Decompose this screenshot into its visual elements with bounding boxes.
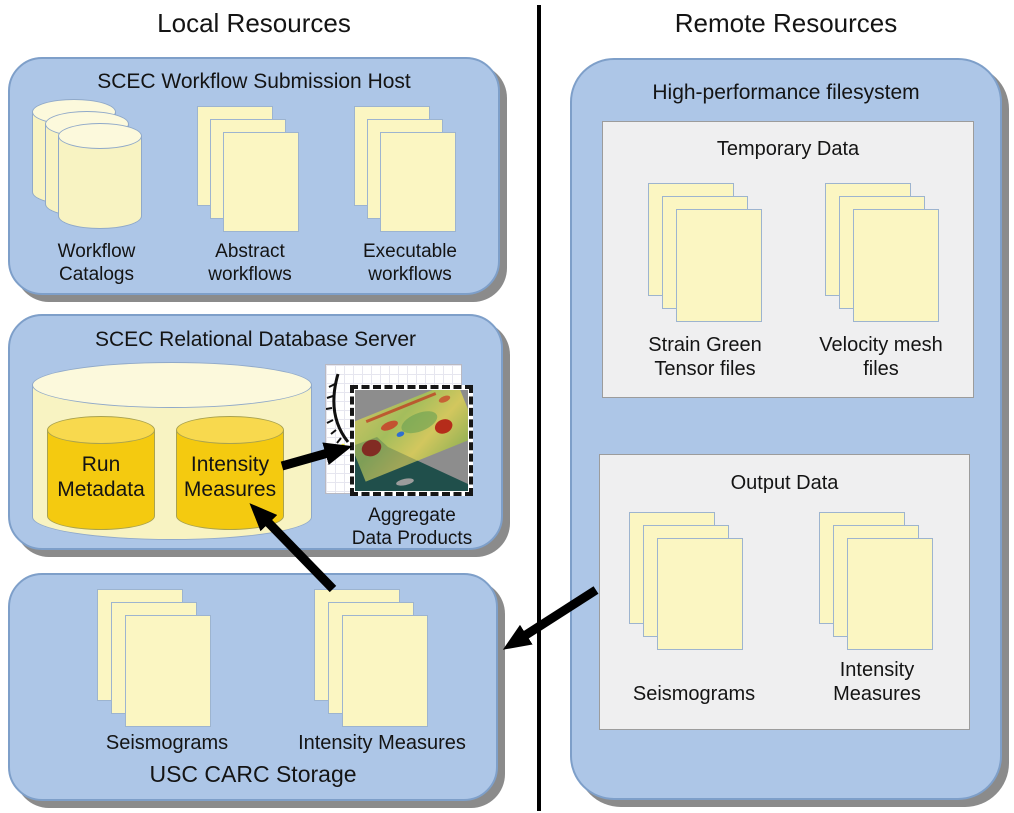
panel-usc-carc-storage: Seismograms Intensity Measures USC CARC … xyxy=(8,573,498,801)
document-page xyxy=(676,209,762,322)
output-seismograms-label: Seismograms xyxy=(632,683,756,705)
executable-workflows-label: Executable workflows xyxy=(362,241,457,285)
document-page xyxy=(657,538,743,650)
intensity-measures-cylinder-label: Intensity Measures xyxy=(183,453,277,501)
output-data-box: Output Data Seismograms Intensity Measur… xyxy=(599,454,970,730)
document-page xyxy=(380,132,456,232)
output-data-title: Output Data xyxy=(730,472,839,494)
database-server-title: SCEC Relational Database Server xyxy=(95,328,416,351)
cylinder-tube xyxy=(58,136,142,229)
cylinder-cap xyxy=(47,416,155,444)
document-page xyxy=(342,615,428,727)
aggregate-data-products-label: Aggregate Data Products xyxy=(351,505,473,549)
temporary-data-box: Temporary Data Strain Green Tensor files… xyxy=(602,121,974,398)
remote-resources-heading: Remote Resources xyxy=(674,8,898,38)
panel-scec-relational-database-server: SCEC Relational Database Server Run Meta… xyxy=(8,314,503,550)
carc-seismograms-label: Seismograms xyxy=(105,732,229,754)
workflow-catalogs-label: Workflow Catalogs xyxy=(57,241,136,285)
local-resources-heading: Local Resources xyxy=(157,8,351,38)
velocity-mesh-label: Velocity mesh files xyxy=(819,334,943,380)
run-metadata-database-icon: Run Metadata xyxy=(47,416,155,530)
panel-high-performance-filesystem: High-performance filesystem Temporary Da… xyxy=(570,58,1002,800)
document-page xyxy=(223,132,299,232)
strain-green-tensor-label: Strain Green Tensor files xyxy=(648,334,762,380)
hazard-map-image xyxy=(350,385,473,496)
hpc-filesystem-title: High-performance filesystem xyxy=(652,81,920,104)
abstract-workflows-label: Abstract workflows xyxy=(208,241,292,285)
temporary-data-title: Temporary Data xyxy=(716,138,860,160)
cylinder-cap xyxy=(58,123,142,149)
cylinder-tube xyxy=(47,430,155,530)
carc-intensity-measures-label: Intensity Measures xyxy=(298,732,466,754)
document-page xyxy=(847,538,933,650)
run-metadata-label: Run Metadata xyxy=(57,453,145,501)
document-page xyxy=(125,615,211,727)
output-intensity-measures-label: Intensity Measures xyxy=(833,659,921,705)
local-remote-divider-line xyxy=(537,5,541,811)
submission-host-title: SCEC Workflow Submission Host xyxy=(97,70,411,93)
carc-storage-title: USC CARC Storage xyxy=(149,761,357,787)
database-cylinder-icon xyxy=(58,123,142,229)
intensity-measures-database-icon: Intensity Measures xyxy=(176,416,284,530)
document-page xyxy=(853,209,939,322)
panel-scec-workflow-submission-host: SCEC Workflow Submission Host Workflow C… xyxy=(8,57,500,295)
cylinder-cap xyxy=(32,362,312,408)
cylinder-cap xyxy=(176,416,284,444)
